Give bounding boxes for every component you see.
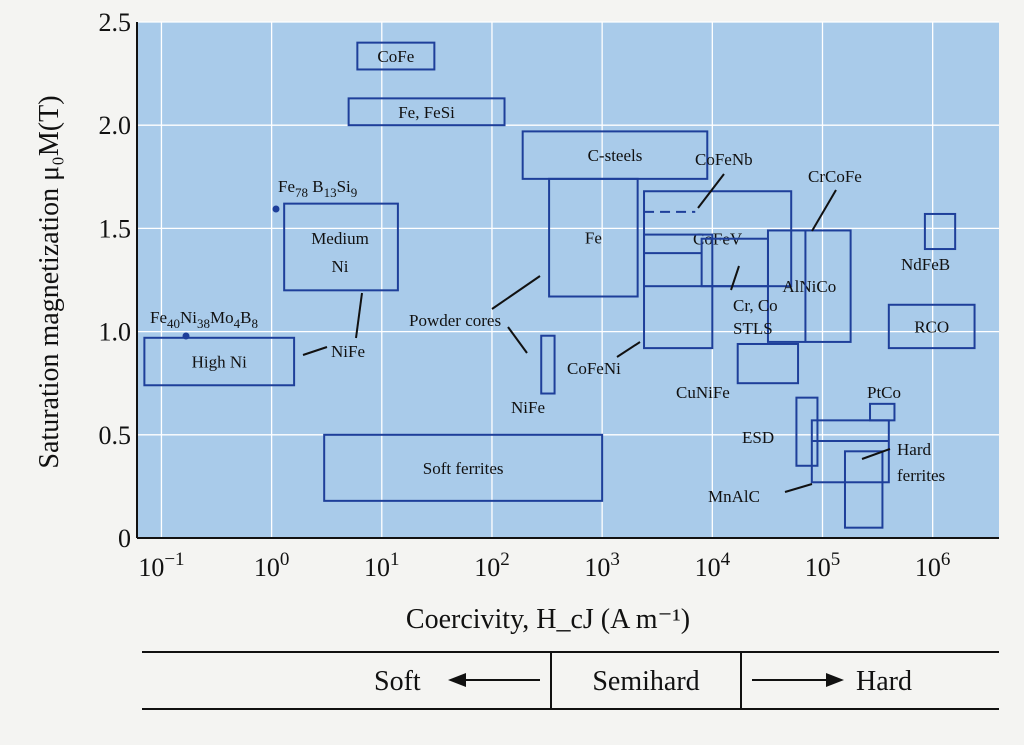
- leader-powder-fe: [491, 275, 541, 310]
- scale-semihard-label: Semihard: [592, 666, 699, 697]
- region-soft-ferrites: [323, 433, 604, 502]
- region-ndfeb: [923, 212, 957, 251]
- region-hard-ferrites: [843, 450, 884, 529]
- region-label-fe: Fe: [585, 229, 602, 248]
- region-fe-fesi: [347, 97, 506, 127]
- region-rco: [887, 303, 976, 350]
- region-ptco: [869, 402, 896, 422]
- x-tick-labels: 10−1 100 101 102 103 104 105 106: [138, 549, 950, 582]
- y-tick-label: 1.0: [99, 318, 132, 347]
- region-nife: [540, 334, 556, 395]
- label-fe40: Fe40Ni38Mo4B8: [150, 308, 258, 331]
- hardness-scale: Soft Semihard Hard: [142, 651, 999, 710]
- label-nife-mid: NiFe: [511, 398, 545, 417]
- region-label-cofe: CoFe: [377, 47, 414, 66]
- scale-soft-label: Soft: [374, 666, 421, 697]
- leader-cofenb: [697, 173, 725, 209]
- label-medium-1: Medium: [311, 229, 369, 248]
- x-tick-label: 105: [805, 549, 841, 582]
- left-arrow-icon: [448, 673, 466, 687]
- label-fe78: Fe78 B13Si9: [278, 177, 357, 200]
- region-cofeni: [643, 233, 714, 350]
- fe78-point: [272, 205, 280, 213]
- label-powder-cores: Powder cores: [409, 311, 501, 330]
- x-tick-label: 106: [915, 549, 951, 582]
- fe40-point: [182, 332, 190, 340]
- leader-hard-ferrites: [861, 448, 891, 460]
- label-hard-2: ferrites: [897, 466, 945, 485]
- y-axis-title: Saturation magnetization μ₀M(T): [34, 95, 65, 468]
- region-cunife: [736, 342, 800, 385]
- region-cofe: [356, 41, 436, 71]
- label-esd: ESD: [742, 428, 774, 447]
- label-cofeni: CoFeNi: [567, 359, 621, 378]
- label-cunife: CuNiFe: [676, 383, 730, 402]
- x-tick-label: 100: [254, 549, 290, 582]
- y-tick-label: 2.5: [99, 8, 132, 37]
- label-ptco: PtCo: [867, 383, 901, 402]
- region-label-alnico: AlNiCo: [782, 277, 836, 296]
- leader-mnalc: [784, 483, 813, 493]
- y-tick-label: 1.5: [99, 214, 132, 243]
- scale-hard-label: Hard: [856, 666, 912, 697]
- leader-crco: [730, 265, 740, 291]
- leader-cofeni: [616, 341, 641, 358]
- region-label-rco: RCO: [914, 317, 949, 336]
- region-alnico: [766, 229, 852, 343]
- region-medium-ni: [283, 202, 399, 292]
- y-tick-labels: 0 0.5 1.0 1.5 2.0 2.5: [99, 8, 132, 553]
- region-label-c-steels: C-steels: [588, 146, 643, 165]
- region-label-soft-ferrites: Soft ferrites: [423, 459, 504, 478]
- region-esd: [795, 396, 819, 467]
- label-medium-2: Ni: [332, 257, 349, 276]
- x-axis-title: Coercivity, H_cJ (A m⁻¹): [406, 604, 690, 635]
- label-mnalc: MnAlC: [708, 487, 760, 506]
- leader-crcofe: [811, 189, 837, 232]
- label-ndfeb: NdFeB: [901, 255, 950, 274]
- x-tick-label: 101: [364, 549, 400, 582]
- right-arrow-icon: [826, 673, 844, 687]
- region-high-ni: [143, 336, 296, 387]
- label-crcofe: CrCoFe: [808, 167, 862, 186]
- x-tick-label: 10−1: [138, 549, 184, 582]
- label-crco-1: Cr, Co: [733, 296, 778, 315]
- region-label-fe-fesi: Fe, FeSi: [398, 103, 455, 122]
- region-fe: [548, 177, 639, 298]
- plot-area: [137, 22, 999, 538]
- x-tick-label: 104: [695, 549, 731, 582]
- y-tick-label: 0: [118, 524, 131, 553]
- label-nife-left: NiFe: [331, 342, 365, 361]
- x-tick-label: 103: [584, 549, 620, 582]
- leader-nife-high: [302, 346, 328, 356]
- label-cofenb: CoFeNb: [695, 150, 753, 169]
- label-crco-2: STLS: [733, 319, 773, 338]
- x-tick-label: 102: [474, 549, 510, 582]
- leader-lines: [182, 173, 891, 493]
- y-tick-label: 0.5: [99, 421, 132, 450]
- label-hard-1: Hard: [897, 440, 931, 459]
- region-label-high-ni: High Ni: [192, 353, 248, 372]
- region-mnalc: [810, 419, 890, 484]
- leader-powder-nife: [507, 326, 528, 354]
- leader-nife-medium: [355, 292, 363, 339]
- y-tick-label: 2.0: [99, 111, 132, 140]
